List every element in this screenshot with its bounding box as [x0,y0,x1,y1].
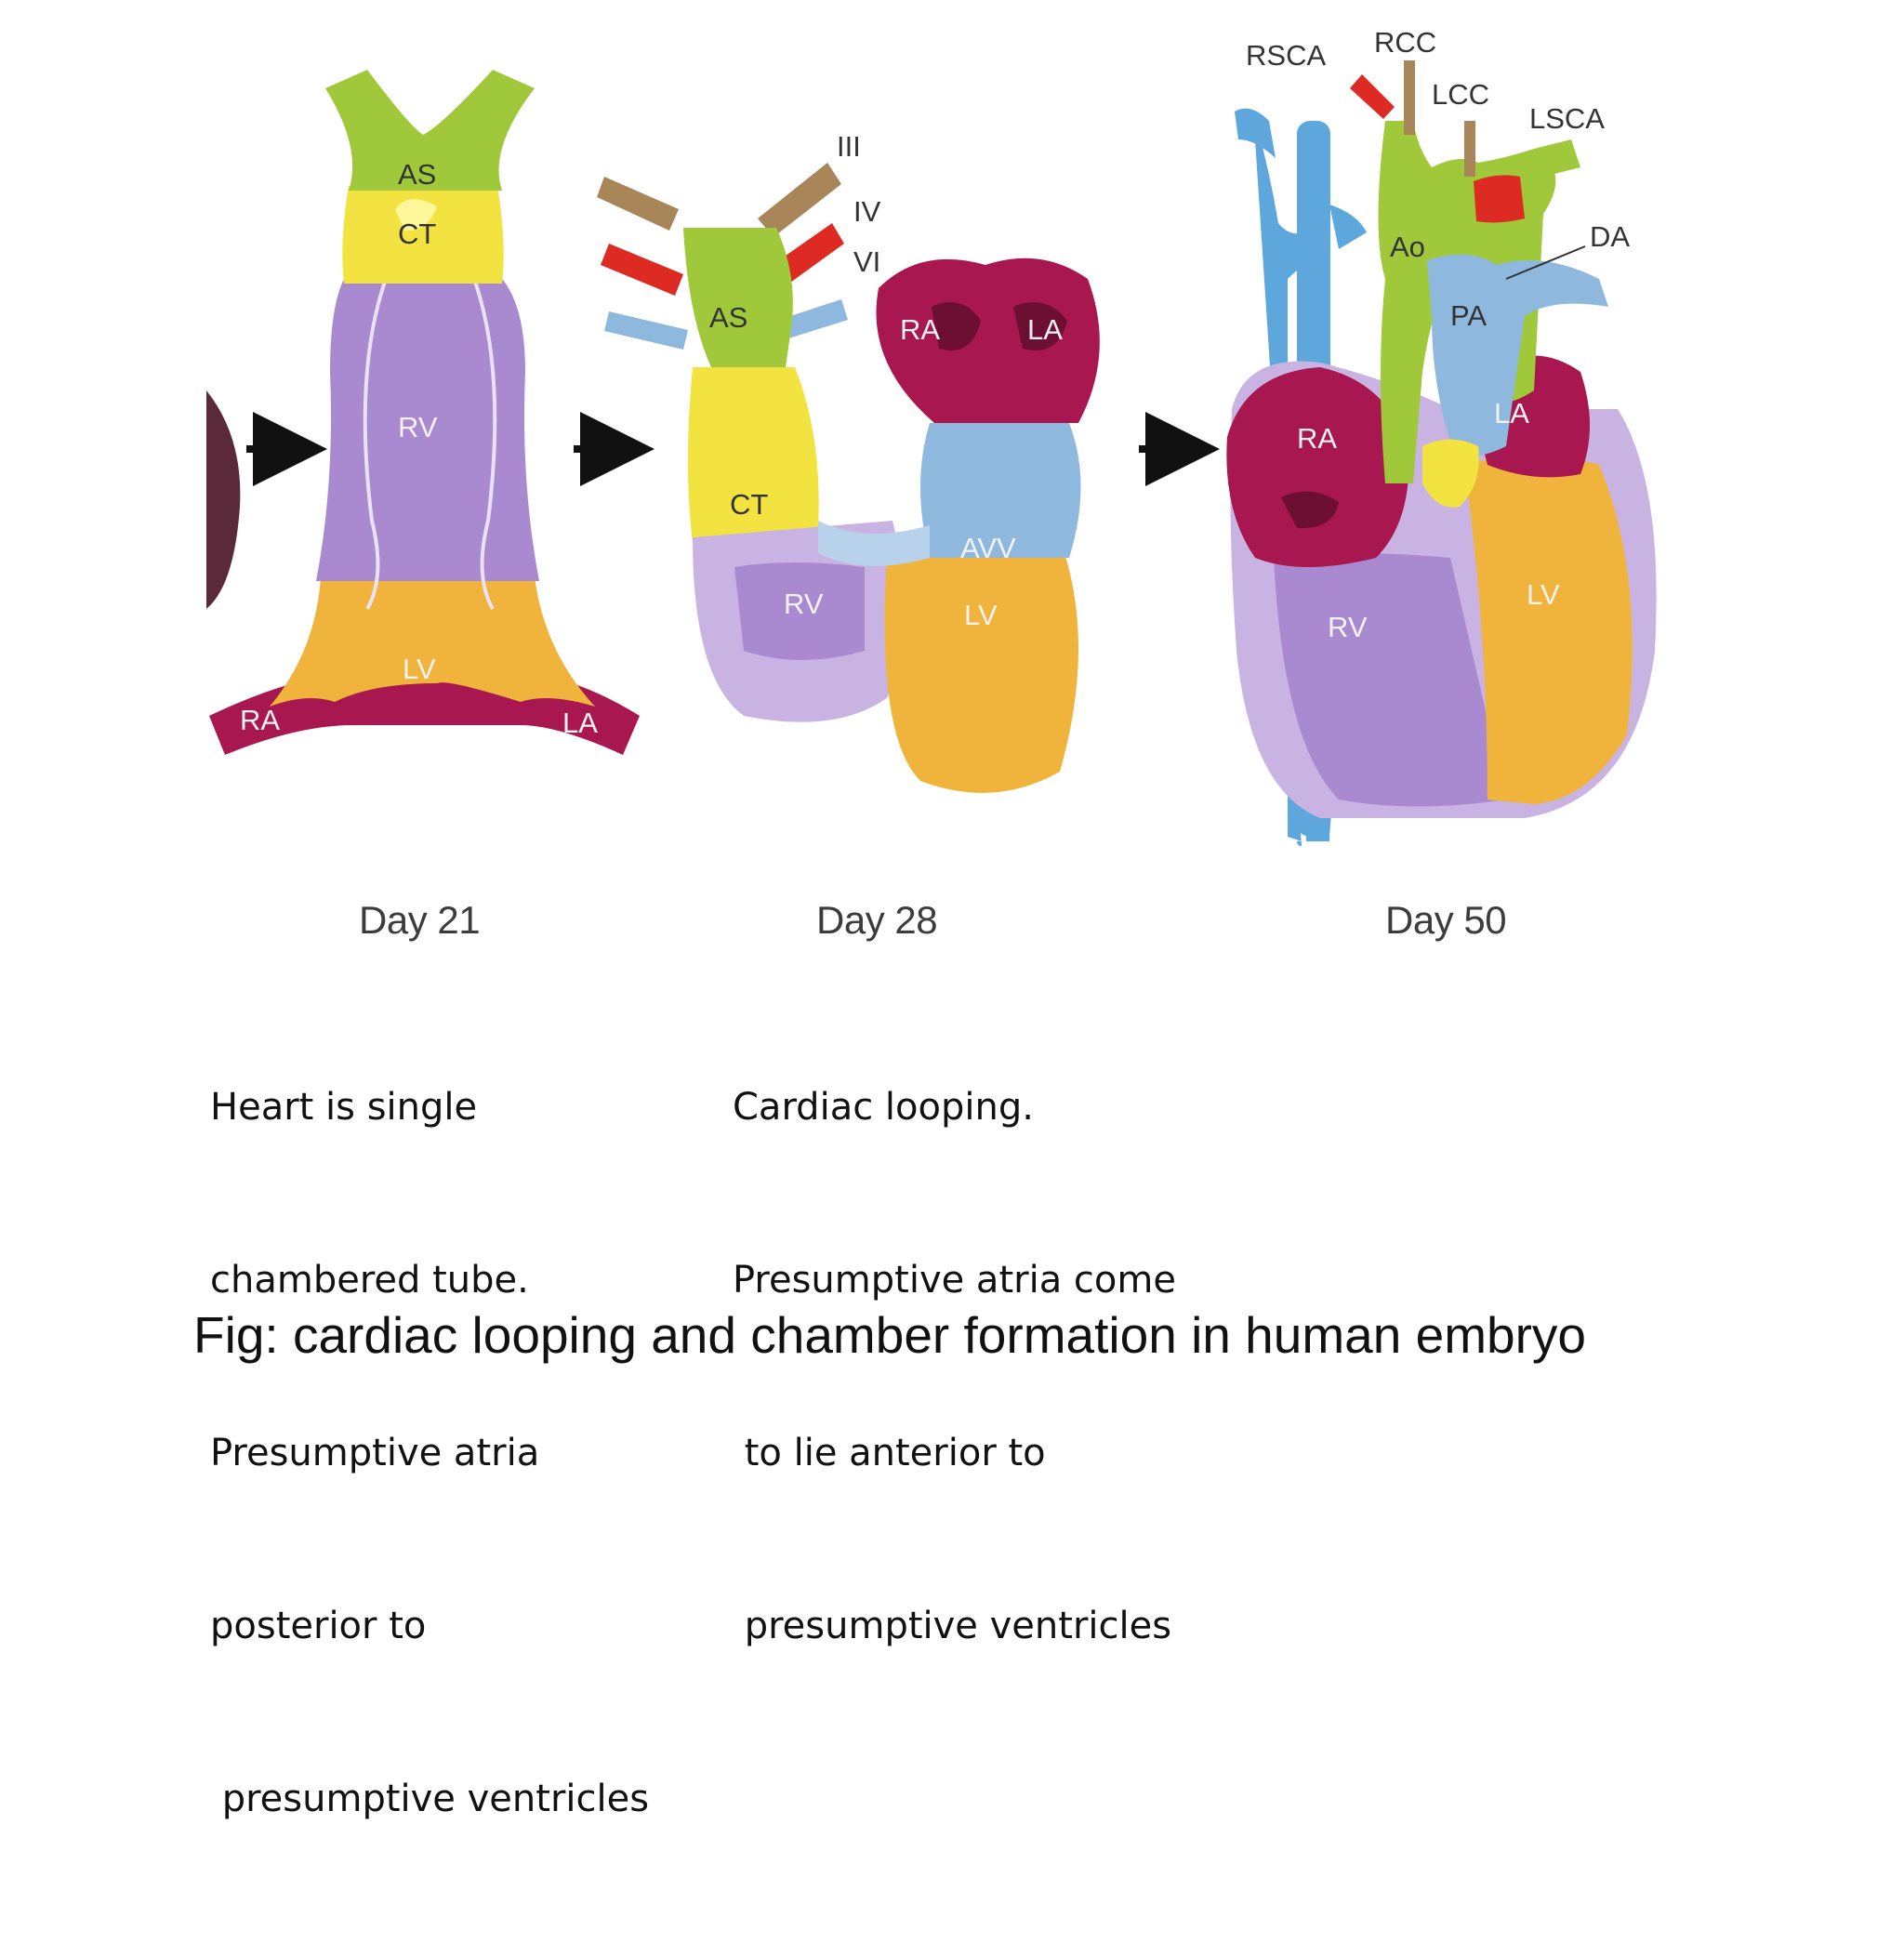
day21-heart-tube: AS CT RV LV RA LA [209,70,640,755]
day21-label-la: LA [562,707,598,739]
figure: AS CT RV LV RA LA [193,26,1657,1820]
day28-label-ct: CT [730,488,768,521]
day50-rsca-vessel [1350,74,1395,119]
day50-right-ventricle [1274,553,1506,807]
day50-label-lv: LV [1527,578,1560,611]
heart-development-diagram: AS CT RV LV RA LA [206,26,1657,846]
day50-rcc-vessel [1404,60,1415,135]
day28-left-ventricle [884,539,1078,793]
day28-label-lv: LV [964,599,998,631]
day28-description: Cardiac looping. Presumptive atria come … [733,963,1176,1770]
day28-arch-vi-right [604,311,688,350]
day28-arch-iv-left [776,223,844,283]
day28-label-avv: AVV [960,532,1016,564]
day50-four-chamber-heart: RSCA RCC LCC LSCA Ao DA PA RA LA RV LV [1226,26,1657,846]
day21-description-line: posterior to [210,1605,427,1647]
day50-left-ventricle [1464,456,1633,804]
day50-right-atrium [1226,367,1409,567]
day21-description-line: Presumptive atria [210,1432,540,1474]
day50-label-ra: RA [1297,422,1337,455]
day21-label-rv: RV [398,411,438,443]
day50-label-da: DA [1590,220,1630,253]
day28-label-vi: VI [853,245,880,278]
day28-description-line: Cardiac looping. [733,1086,1034,1129]
previous-stage-fragment [206,390,241,609]
day28-description-line: Presumptive atria come [733,1259,1176,1302]
day28-title: Day 28 [816,898,938,942]
day50-da-pointer [1505,245,1586,280]
day28-label-as: AS [709,301,747,334]
day28-label-ra: RA [900,313,940,346]
day21-description: Heart is single chambered tube. Presumpt… [210,963,649,1943]
day28-atria [876,258,1100,423]
day21-label-as: AS [398,158,436,191]
day50-label-ao: Ao [1390,231,1425,263]
day21-label-ct: CT [398,218,436,250]
day21-conotruncus [342,186,504,284]
day21-label-lv: LV [403,653,436,685]
day21-title: Day 21 [359,898,481,942]
day50-lsca-vessel [1534,139,1580,177]
day21-description-line: Heart is single [210,1086,478,1129]
day50-label-rv: RV [1328,611,1368,643]
day21-arterial-sac [325,70,535,191]
day50-vena-cava [1253,112,1331,846]
figure-caption: Fig: cardiac looping and chamber formati… [193,1306,1586,1364]
day28-conotruncus [688,367,819,544]
day28-label-iii: III [837,130,861,163]
day50-label-rsca: RSCA [1246,39,1326,72]
day21-description-line: presumptive ventricles [210,1778,650,1820]
day28-label-la: LA [1027,313,1063,346]
day50-pulmonary-artery [1427,254,1608,457]
day21-description-line: chambered tube. [210,1259,529,1302]
day50-label-rcc: RCC [1374,26,1436,59]
day21-label-ra: RA [240,704,280,736]
day28-label-rv: RV [784,588,824,620]
day28-arterial-sac [683,228,793,367]
day28-arch-iii-left [758,163,841,237]
day50-aortic-arch-red [1474,175,1525,223]
day28-arch-iii-right [597,177,679,231]
day28-arch-vi-left [776,299,848,340]
day50-lcc-vessel [1464,121,1475,177]
day50-label-la: LA [1494,397,1529,430]
day28-atrioventricular-canal [920,423,1081,558]
day21-left-ventricle [270,576,595,707]
day28-description-line: to lie anterior to [733,1432,1046,1474]
day50-label-lsca: LSCA [1529,102,1605,135]
day50-title: Day 50 [1385,898,1507,942]
day50-label-pa: PA [1450,299,1487,332]
day28-arch-iv-right [601,244,683,296]
day28-looping-heart: III IV VI AS CT RA LA AVV RV LV [597,130,1100,793]
day50-label-lcc: LCC [1432,78,1489,111]
day28-description-line: presumptive ventricles [733,1605,1172,1647]
day28-label-iv: IV [853,195,881,228]
